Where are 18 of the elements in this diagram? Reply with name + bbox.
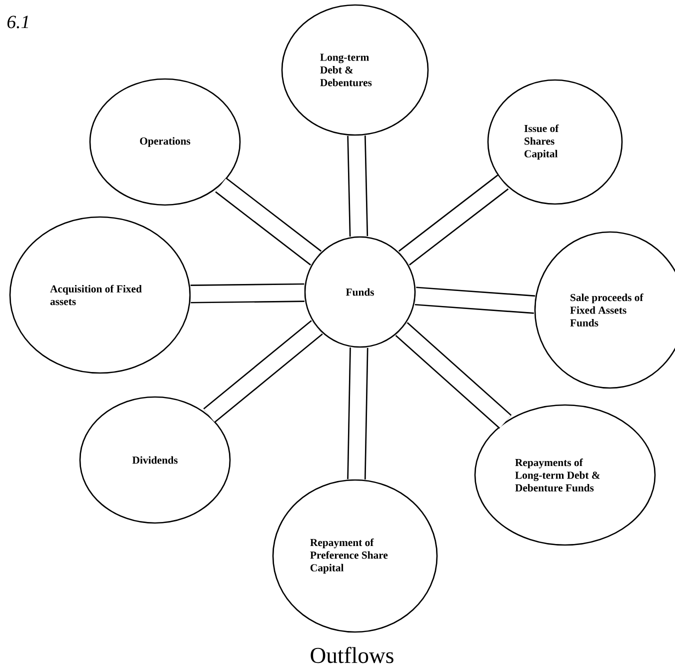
- circle-node: Issue of Shares Capital: [487, 79, 623, 205]
- circle-node: Repayments of Long-term Debt & Debenture Funds: [474, 404, 656, 546]
- circle-node: Operations: [89, 78, 241, 206]
- circle-node: Repayment of Preference Share Capital: [272, 479, 438, 633]
- pipe-connector: [395, 322, 512, 429]
- circle-node: Funds: [304, 236, 416, 348]
- pipe-connector: [398, 174, 509, 266]
- pipe-connector: [347, 347, 368, 480]
- pipe-connector: [190, 283, 304, 304]
- pipe-connector: [414, 286, 536, 314]
- circle-node: Dividends: [79, 396, 231, 524]
- caption: Outflows: [310, 646, 394, 664]
- pipe-connector: [347, 135, 368, 237]
- pipe-connector: [215, 178, 322, 266]
- circle-node: Long-term Debt & Debentures: [281, 4, 429, 136]
- circle-node: Acquisition of Fixed assets: [9, 216, 191, 374]
- pipe-connector: [203, 320, 323, 423]
- figure-number: 6.1: [7, 16, 28, 28]
